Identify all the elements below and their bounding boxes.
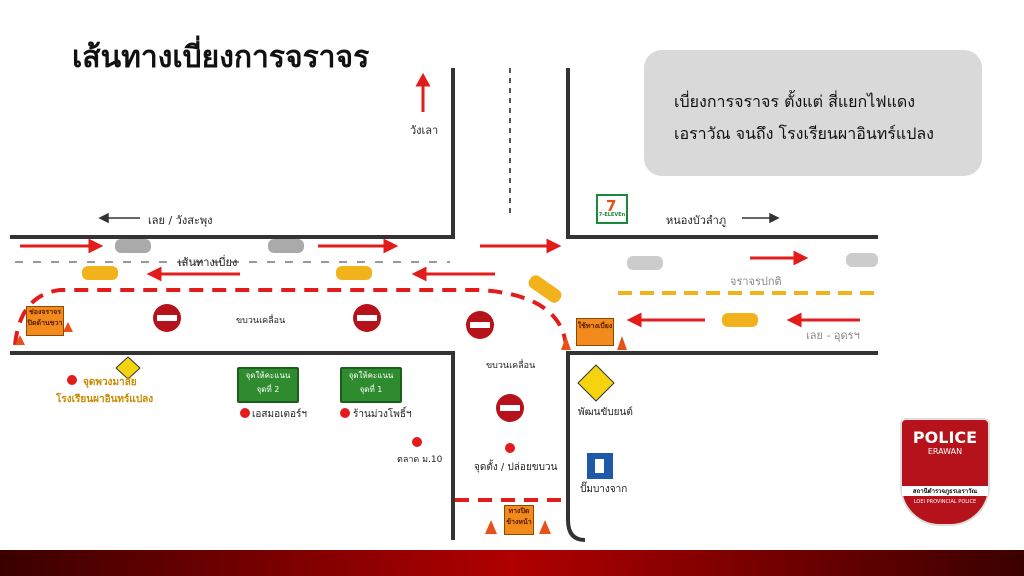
label-normal-traffic: จราจรปกติ — [730, 275, 782, 288]
label-convoy-1: ขบวนเคลื่อน — [236, 316, 286, 326]
info-line-1: เบี่ยงการจราจร ตั้งแต่ สี่แยกไฟแดง — [674, 92, 916, 111]
label-north: วังเลา — [410, 124, 439, 137]
label-s-motor: เอสมอเตอร์ฯ — [252, 409, 308, 420]
traffic-arrows — [20, 72, 860, 328]
no-entry-signs — [153, 304, 524, 422]
label-shop: ร้านม่วงโพธิ์ฯ — [353, 409, 412, 420]
seven-eleven-label: 7-ELEVEn — [598, 212, 626, 218]
traffic-cones — [15, 322, 627, 534]
footer-bar — [0, 550, 1024, 576]
detour-route — [13, 288, 568, 346]
score-sign-1: จุดให้คะแนนจุดที่ 1 — [340, 367, 402, 403]
info-line-2: เอราวัณ จนถึง โรงเรียนผาอินทร์แปลง — [674, 124, 934, 143]
label-market: ตลาด ม.10 — [397, 455, 443, 465]
detour-sign: ใช้ทางเบี่ยง — [576, 318, 614, 346]
road-closed-sign: ทางปิด ข้างหน้า — [504, 505, 534, 535]
label-gas-station: ปั๊มบางจาก — [580, 484, 628, 495]
location-pins — [67, 375, 515, 453]
label-convoy-2: ขบวนเคลื่อน — [486, 361, 536, 371]
page-title: เส้นทางเบี่ยงการจราจร — [72, 40, 370, 75]
label-west: เลย / วังสะพุง — [148, 214, 213, 227]
svg-text:7: 7 — [606, 197, 616, 215]
label-detour: เส้นทางเบี่ยง — [178, 256, 238, 269]
seven-eleven-logo — [596, 194, 628, 224]
score-sign-2: จุดให้คะแนนจุดที่ 2 — [237, 367, 299, 403]
label-east-lower: เลย - อุดรฯ — [806, 329, 860, 342]
cars — [82, 239, 878, 327]
lane-closed-sign: ช่องจราจร ปิดด้านขวา — [26, 306, 64, 336]
label-driving-school: พัฒนขับยนต์ — [578, 407, 633, 418]
label-start-point: จุดตั้ง / ปล่อยขบวน — [474, 462, 558, 473]
label-school-a: จุดพวงมาลัย — [83, 377, 137, 388]
label-east: หนองบัวลำภู — [666, 214, 727, 227]
info-box: เบี่ยงการจราจร ตั้งแต่ สี่แยกไฟแดง เอราว… — [644, 50, 982, 176]
police-badge-logo: POLICE ERAWAN สถานีตำรวจภูธรเอราวัณ LOEI… — [900, 418, 990, 526]
label-school-b: โรงเรียนผาอินทร์แปลง — [56, 394, 154, 405]
road-edges — [10, 68, 878, 542]
